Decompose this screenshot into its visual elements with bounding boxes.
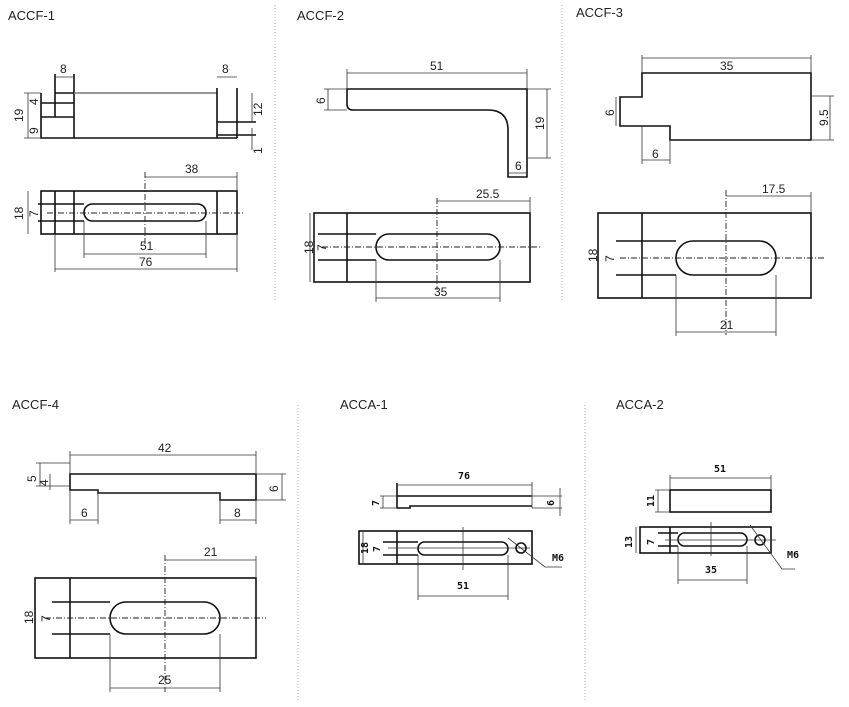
dim-label: 6 (652, 147, 659, 161)
dim-label: 8 (222, 62, 229, 76)
dim-label: 18 (302, 240, 316, 254)
dim-label: 11 (646, 495, 657, 507)
dim-label: 18 (12, 206, 26, 220)
dim-label: 7 (39, 615, 53, 622)
top-view: 76 7 6 (371, 471, 562, 516)
drawing-title: ACCF-3 (576, 5, 623, 20)
dim-label: 6 (515, 159, 522, 173)
dim-label: 25 (158, 673, 172, 687)
threaded-hole (515, 542, 527, 554)
dim-label: 8 (60, 62, 67, 76)
dim-label: 18 (586, 248, 600, 262)
plan-view: 17.5 18 7 21 (586, 182, 826, 336)
dim-label: 7 (372, 546, 383, 552)
dim-label: 51 (140, 239, 154, 253)
plan-view: M6 18 7 51 (358, 527, 564, 600)
dim-label: 6 (546, 500, 557, 506)
dim-label: 7 (603, 255, 617, 262)
drawing-acca-1: ACCA-1 76 7 6 M6 18 7 51 (340, 397, 564, 600)
drawing-acca-2: ACCA-2 51 11 M6 13 7 35 (616, 397, 799, 584)
dim-label: 51 (714, 464, 726, 475)
dim-label: 9 (27, 127, 41, 134)
dim-label: 13 (624, 536, 635, 548)
dim-label: 35 (434, 285, 448, 299)
dim-label: 4 (37, 479, 51, 486)
thread-label: M6 (787, 550, 799, 561)
drawing-title: ACCA-1 (340, 397, 388, 412)
plan-view: M6 13 7 35 (624, 522, 799, 584)
threaded-hole (754, 534, 766, 546)
dim-label: 7 (371, 500, 382, 506)
dim-label: 51 (457, 581, 469, 592)
dim-label: 21 (720, 318, 734, 332)
top-view: 35 6 9.5 6 (603, 55, 834, 164)
drawing-accf-3: ACCF-3 35 6 9.5 6 17.5 18 7 21 (576, 5, 834, 336)
dim-label: 17.5 (762, 182, 786, 196)
drawing-accf-2: ACCF-2 51 6 19 6 25.5 18 7 35 (297, 8, 551, 302)
dim-label: 18 (360, 542, 371, 554)
dim-label: 19 (533, 116, 547, 130)
dim-label: 6 (81, 506, 88, 520)
drawing-accf-4: ACCF-4 42 5 4 6 6 8 21 18 7 25 (12, 397, 286, 692)
dim-label: 7 (315, 244, 329, 251)
dim-label: 25.5 (476, 187, 500, 201)
plan-view: 25.5 18 7 35 (302, 187, 540, 302)
top-view: 8 8 19 4 9 12 1 (12, 62, 265, 154)
dim-label: 35 (720, 59, 734, 73)
dim-label: 18 (22, 610, 36, 624)
drawing-title: ACCF-4 (12, 397, 59, 412)
dim-label: 8 (234, 506, 241, 520)
dim-label: 76 (458, 471, 470, 482)
dim-label: 6 (603, 109, 617, 116)
dim-label: 6 (267, 485, 281, 492)
drawing-title: ACCA-2 (616, 397, 664, 412)
plan-view: 21 18 7 25 (22, 545, 266, 692)
dim-label: 5 (25, 475, 39, 482)
dim-label: 35 (705, 565, 717, 576)
dim-label: 6 (314, 97, 328, 104)
drawing-title: ACCF-1 (8, 8, 55, 23)
dim-label: 76 (139, 255, 153, 269)
dim-label: 7 (646, 539, 657, 545)
dim-label: 9.5 (817, 109, 831, 126)
dim-label: 42 (158, 441, 172, 455)
dim-label: 51 (430, 59, 444, 73)
dim-label: 21 (204, 545, 218, 559)
top-view: 51 6 19 6 (314, 59, 551, 178)
dim-label: 12 (251, 102, 265, 116)
drawing-accf-1: ACCF-1 8 8 19 4 9 12 1 38 18 7 51 76 (8, 8, 265, 272)
plan-view: 38 18 7 51 76 (12, 162, 245, 272)
top-view: 42 5 4 6 6 8 (25, 441, 286, 524)
thread-label: M6 (552, 553, 564, 564)
dim-label: 7 (27, 210, 41, 217)
drawing-title: ACCF-2 (297, 8, 344, 23)
top-view: 51 11 (646, 464, 772, 513)
dim-label: 19 (12, 108, 26, 122)
dim-label: 38 (185, 162, 199, 176)
dim-label: 1 (251, 147, 265, 154)
dim-label: 4 (27, 98, 41, 105)
